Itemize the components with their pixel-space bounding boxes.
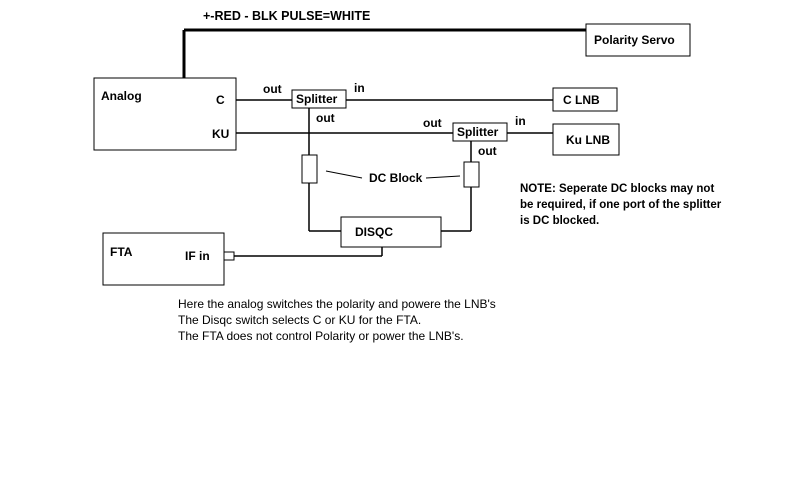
servo-wire-label: +-RED - BLK PULSE=WHITE	[203, 9, 370, 23]
fta-if-in-connector	[223, 251, 235, 261]
splitter-1-in-label: in	[354, 81, 365, 95]
description-line-1: Here the analog switches the polarity an…	[178, 297, 496, 311]
note-line-2: be required, if one port of the splitter	[520, 199, 722, 211]
description-line-3: The FTA does not control Polarity or pow…	[178, 329, 464, 343]
splitter-1-out-left-label: out	[263, 82, 282, 96]
splitter-1-label: Splitter	[296, 92, 338, 106]
splitter-2-box	[452, 122, 508, 142]
c-lnb-box	[552, 87, 618, 112]
splitter-1-out-bottom-label: out	[316, 111, 335, 125]
polarity-servo-box	[585, 23, 691, 57]
splitter-2-label: Splitter	[457, 125, 499, 139]
description-line-2: The Disqc switch selects C or KU for the…	[178, 313, 422, 327]
analog-box	[93, 77, 237, 151]
analog-c-port-label: C	[216, 93, 225, 107]
dc-block-2	[463, 161, 480, 188]
fta-if-in-label: IF in	[185, 249, 210, 263]
c-lnb-label: C LNB	[563, 93, 600, 107]
dc-block-label: DC Block	[369, 171, 423, 185]
disqc-label: DISQC	[355, 225, 393, 239]
splitter-2-in-label: in	[515, 114, 526, 128]
splitter-2-out-left-label: out	[423, 116, 442, 130]
polarity-servo-label: Polarity Servo	[594, 33, 675, 47]
fta-box	[102, 232, 225, 286]
fta-label: FTA	[110, 245, 133, 259]
ku-lnb-box	[552, 123, 620, 156]
splitter-1-box	[291, 89, 347, 109]
analog-ku-port-label: KU	[212, 127, 229, 141]
note-line-3: is DC blocked.	[520, 215, 600, 227]
disqc-box	[340, 216, 442, 248]
analog-label: Analog	[101, 89, 142, 103]
splitter-2-out-bottom-label: out	[478, 144, 497, 158]
note-line-1: NOTE: Seperate DC blocks may not	[520, 183, 715, 195]
dc-block-pointer-left	[325, 170, 363, 179]
dc-block-1	[301, 154, 318, 184]
dc-block-pointer-right	[425, 175, 461, 179]
ku-lnb-label: Ku LNB	[566, 133, 610, 147]
